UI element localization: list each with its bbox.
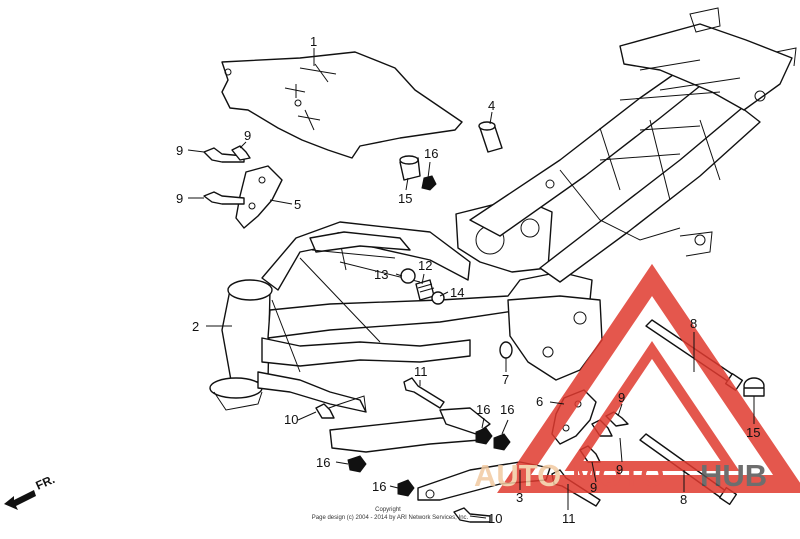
small-hardware [347,155,765,497]
part-7-collar [499,341,513,359]
callout-16-lower-left: 16 [316,455,330,470]
callout-16-upper: 16 [424,146,438,161]
copyright-block: Copyright Page design (c) 2004 - 2014 by… [312,507,469,521]
callout-8-upper: 8 [690,316,697,331]
callout-10-bottom: 10 [488,511,502,526]
callout-6: 6 [536,394,543,409]
watermark-text-hub: HUB [700,458,767,493]
leader-lines [187,48,755,519]
callout-9-right-lower: 9 [590,480,597,495]
callout-4: 4 [488,98,495,113]
copyright-title: Copyright [375,507,401,513]
callout-16-middle-right: 16 [500,402,514,417]
callout-15-upper: 15 [398,191,412,206]
callout-5: 5 [294,197,301,212]
callout-14: 14 [450,285,464,300]
part-1-plate [221,51,463,159]
callout-16-bottom: 16 [372,479,386,494]
watermark: AUTO MOTO HUB [474,263,800,493]
part-5-hanger [235,165,283,229]
callout-9-top: 9 [244,128,251,143]
watermark-text-auto: AUTO [474,458,561,493]
callout-9-right-middle: 9 [616,462,623,477]
part-10-bolts [315,403,491,523]
callout-11-lower: 11 [562,511,576,526]
part-3-bracket [317,395,551,501]
callout-11-upper: 11 [414,364,428,379]
callout-12: 12 [418,258,432,273]
callout-3: 3 [516,490,523,505]
watermark-triangle [497,263,800,493]
callout-9-top-left: 9 [176,143,183,158]
callout-9-left: 9 [176,191,183,206]
callouts: 1 2 3 4 5 6 7 8 8 9 9 9 9 9 9 10 10 11 1… [176,34,760,526]
front-label: FR. [34,472,57,493]
part-2-frame [209,7,797,413]
copyright-text: Page design (c) 2004 - 2014 by ARI Netwo… [312,515,469,521]
part-4-collar [478,121,503,153]
callout-9-right-upper: 9 [618,390,625,405]
callout-7: 7 [502,372,509,387]
arrow-left-icon [4,490,36,510]
front-direction-arrow: FR. [4,472,57,510]
callout-10-left: 10 [284,412,298,427]
callout-13: 13 [374,267,388,282]
watermark-text-moto: MOTO [572,458,664,493]
callout-8-lower: 8 [680,492,687,507]
callout-1: 1 [310,34,317,49]
callout-15-right: 15 [746,425,760,440]
callout-16-middle-left: 16 [476,402,490,417]
callout-2: 2 [192,319,199,334]
